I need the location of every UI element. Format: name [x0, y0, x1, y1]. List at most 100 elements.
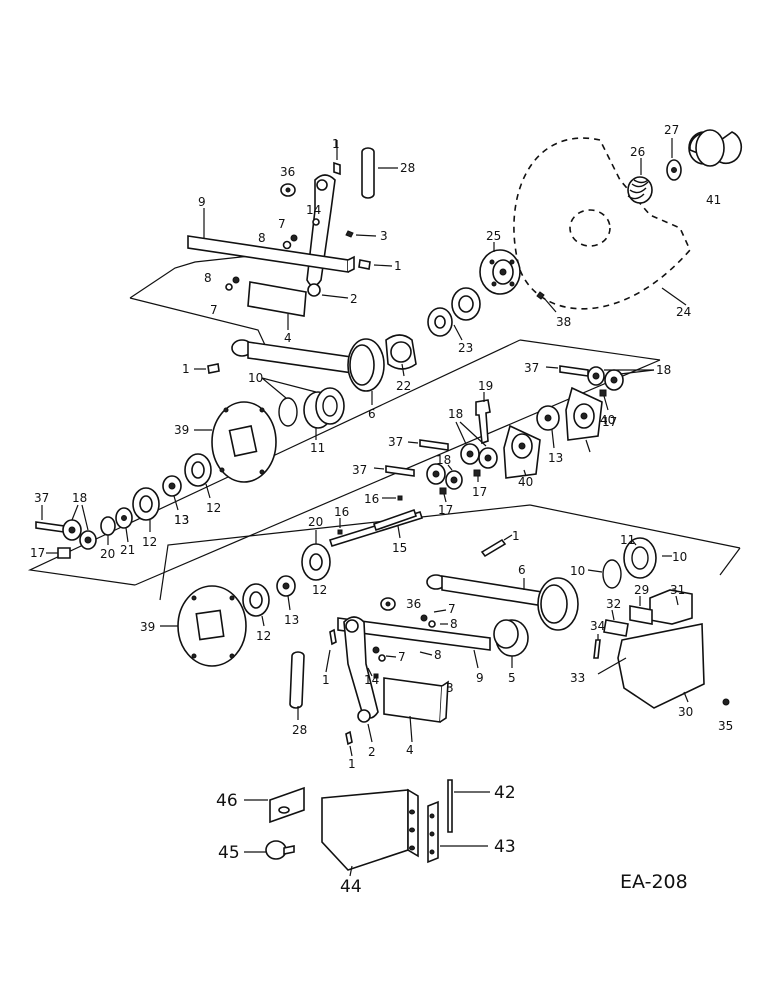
knob-part — [265, 840, 287, 860]
panel-outline-left — [27, 339, 521, 586]
leader-line — [401, 363, 405, 377]
callout-18: 18 — [72, 491, 87, 505]
callout-2: 2 — [350, 292, 358, 306]
top-group-outline-left — [129, 255, 251, 299]
shaft-pin-part — [559, 365, 589, 377]
leader-line — [81, 504, 89, 531]
callout-8: 8 — [258, 231, 266, 245]
shaft-pin-part — [419, 439, 449, 451]
leader-line — [397, 525, 401, 539]
leader-line — [261, 377, 287, 399]
bearing-flange-inner — [139, 495, 153, 513]
leader-line — [325, 649, 331, 673]
hinge-rod-part — [447, 779, 453, 833]
callout-38: 38 — [556, 315, 571, 329]
callout-32: 32 — [606, 597, 621, 611]
leader-line — [321, 294, 349, 299]
guard-outline-part — [513, 137, 691, 310]
hinge-hole — [429, 813, 435, 819]
bearing-flange-inner — [191, 461, 205, 479]
callout-27: 27 — [664, 123, 679, 137]
leader-line — [261, 377, 317, 393]
key-part — [397, 495, 403, 501]
bushing-inner — [322, 395, 338, 417]
hub-bolt — [509, 259, 515, 265]
hub-bolt — [509, 281, 515, 287]
spacer-part — [100, 516, 116, 536]
rod-ring-inner — [540, 584, 568, 624]
callout-1: 1 — [332, 137, 340, 151]
shaft-bar-end — [347, 255, 355, 273]
callout-41: 41 — [706, 193, 721, 207]
callout-37: 37 — [352, 463, 367, 477]
side-plate-flange — [407, 788, 419, 858]
leader-line — [523, 469, 527, 477]
callout-1: 1 — [182, 362, 190, 376]
callout-10: 10 — [248, 371, 263, 385]
callout-9: 9 — [476, 671, 484, 685]
callout-13: 13 — [548, 451, 563, 465]
housing-part — [617, 623, 705, 709]
callout-4: 4 — [284, 331, 292, 345]
callout-16: 16 — [364, 492, 379, 506]
callout-1: 1 — [322, 673, 330, 687]
leader-line — [443, 493, 447, 503]
main-shaft-spline — [372, 508, 418, 532]
callout-4: 4 — [406, 743, 414, 757]
leader-line — [419, 651, 433, 656]
callout-36: 36 — [280, 165, 295, 179]
leader-line — [503, 534, 513, 541]
callout-28: 28 — [292, 723, 307, 737]
callout-1: 1 — [394, 259, 402, 273]
pin-part — [333, 161, 341, 176]
snap-ring-part — [602, 559, 622, 589]
leader-line — [173, 495, 179, 511]
gear-part — [478, 447, 498, 469]
gear-part — [62, 519, 82, 541]
callout-3: 3 — [446, 681, 454, 695]
leader-line — [205, 483, 211, 499]
callout-16: 16 — [334, 505, 349, 519]
callout-17: 17 — [438, 503, 453, 517]
callout-8: 8 — [450, 617, 458, 631]
bearing-center — [282, 582, 290, 590]
hub-center — [499, 268, 507, 276]
leader-line — [287, 595, 291, 611]
hinge-hole — [429, 849, 435, 855]
clip-part — [599, 389, 607, 397]
callout-14: 14 — [306, 203, 321, 217]
callout-20: 20 — [308, 515, 323, 529]
callout-14: 14 — [364, 673, 379, 687]
rivet-part — [722, 698, 730, 706]
callout-15: 15 — [392, 541, 407, 555]
bearing-housing-center — [580, 412, 588, 420]
diagram-code: EA-208 — [620, 871, 688, 893]
sleeve-part — [361, 147, 375, 199]
bearing-flange-inner — [309, 553, 323, 571]
callout-46: 46 — [216, 791, 238, 811]
crank-boss — [345, 619, 359, 633]
callout-6: 6 — [368, 407, 376, 421]
callout-13: 13 — [174, 513, 189, 527]
callout-44: 44 — [340, 877, 362, 897]
leader-line — [367, 723, 373, 743]
leader-line — [619, 369, 655, 375]
callout-13: 13 — [174, 513, 189, 527]
callout-39: 39 — [140, 620, 155, 634]
leader-line — [661, 287, 687, 306]
callout-24: 24 — [676, 305, 691, 319]
callout-12: 12 — [142, 535, 157, 549]
lower-outline-right — [719, 547, 741, 576]
small-nut-part — [290, 234, 298, 242]
gear-part — [587, 366, 605, 386]
leader-line — [543, 297, 557, 313]
top-group-outline-bottom — [129, 297, 266, 346]
callout-5: 5 — [508, 671, 516, 685]
callout-37: 37 — [388, 435, 403, 449]
washer-hole — [385, 601, 391, 607]
leader-line — [447, 464, 453, 471]
small-washer-part — [428, 620, 436, 628]
crank-boss — [357, 709, 371, 723]
leader-line — [349, 745, 353, 757]
leader-line — [459, 421, 487, 447]
